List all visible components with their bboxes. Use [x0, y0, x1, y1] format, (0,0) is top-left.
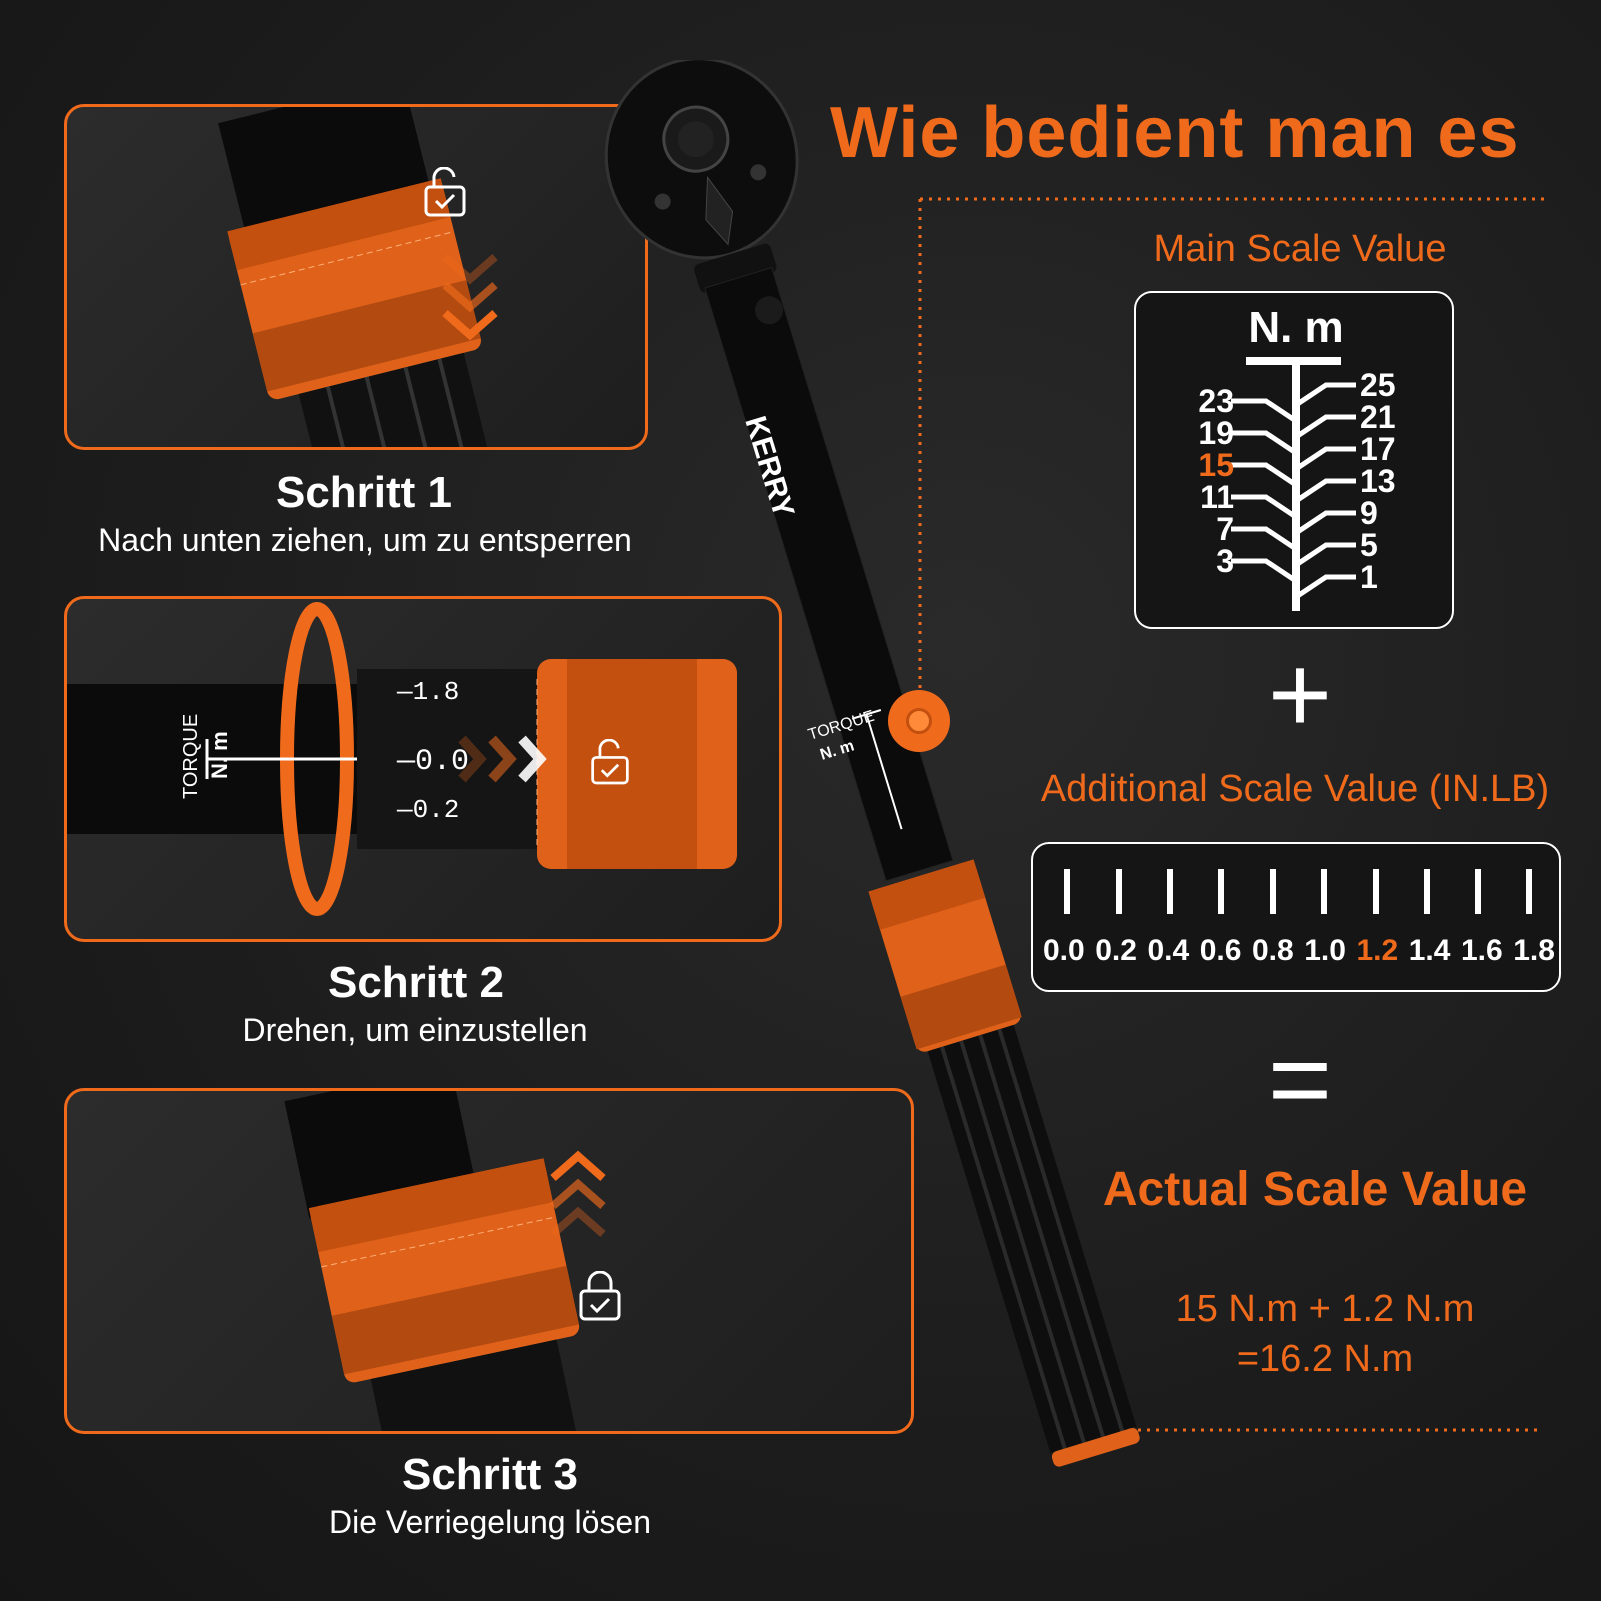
- step-2-desc: Drehen, um einzustellen: [242, 1012, 588, 1048]
- additional-scale-label: Additional Scale Value (IN.LB): [1040, 768, 1550, 810]
- svg-text:—0.0: —0.0: [396, 745, 469, 779]
- page-headline: Wie bedient man es: [830, 93, 1520, 173]
- equals-sign: =: [1267, 1018, 1333, 1141]
- main-scale-left-tick: 23: [1198, 383, 1234, 419]
- main-scale-left-tick: 19: [1198, 415, 1234, 451]
- main-scale-right-tick: 5: [1360, 527, 1378, 563]
- main-scale-left-values: 23 19 15 11 7 3: [1188, 385, 1234, 577]
- marker-dot: [888, 690, 950, 752]
- main-scale-box: N. m 23 19 15 11 7 3 25 21 17 13: [1134, 291, 1454, 629]
- additional-scale-tick: 0.8: [1252, 934, 1294, 967]
- unlock-icon: [589, 738, 631, 790]
- main-scale-unit: N. m: [1248, 303, 1344, 352]
- step-2-title: Schritt 2: [327, 958, 505, 1007]
- svg-text:—0.2: —0.2: [396, 795, 459, 825]
- main-scale-right-tick: 25: [1360, 367, 1396, 403]
- up-arrows-icon: [545, 1146, 615, 1251]
- additional-scale-tick: 1.6: [1461, 934, 1503, 967]
- main-scale-right-tick: 13: [1360, 463, 1396, 499]
- step-3-illustration: [284, 1091, 580, 1431]
- additional-scale-tick: 0.4: [1147, 934, 1190, 967]
- additional-scale-tick: 1.4: [1408, 934, 1451, 967]
- additional-scale-tick: 1.8: [1513, 934, 1555, 967]
- step-2-panel: —1.8 —0.0 —0.2 TORQUE N. m: [64, 596, 782, 942]
- additional-scale-tick: 0.2: [1095, 934, 1137, 967]
- additional-scale-tick: 0.6: [1199, 934, 1242, 967]
- unlock-icon: [422, 166, 468, 222]
- main-scale-right-tick: 9: [1360, 495, 1378, 531]
- additional-scale-tick: 1.0: [1304, 934, 1346, 967]
- main-scale-label: Main Scale Value: [1153, 228, 1447, 270]
- step-1-title: Schritt 1: [275, 468, 453, 517]
- additional-scale-ticks: [1064, 869, 1532, 914]
- svg-text:TORQUE: TORQUE: [180, 714, 202, 799]
- actual-scale-title: Actual Scale Value: [1102, 1163, 1528, 1216]
- main-scale-graphic: [1231, 357, 1356, 611]
- main-scale-left-tick: 7: [1216, 511, 1234, 547]
- additional-scale-tick-highlight: 1.2: [1356, 934, 1399, 967]
- svg-text:—1.8: —1.8: [396, 677, 459, 707]
- down-arrows-icon: [437, 247, 507, 352]
- step-2-illustration: —1.8 —0.0 —0.2 TORQUE N. m: [67, 602, 737, 916]
- additional-scale-box: 0.0 0.2 0.4 0.6 0.8 1.0 1.2 1.4 1.6 1.8: [1031, 842, 1561, 992]
- step-1-desc: Nach unten ziehen, um zu entsperren: [98, 522, 632, 558]
- actual-scale-equation-line1: 15 N.m + 1.2 N.m: [1175, 1288, 1475, 1330]
- main-scale-right-tick: 21: [1360, 399, 1396, 435]
- additional-scale-values: 0.0 0.2 0.4 0.6 0.8 1.0 1.2 1.4 1.6 1.8: [1043, 934, 1555, 968]
- step-1-illustration: [218, 107, 491, 447]
- actual-scale-equation-line2: =16.2 N.m: [1236, 1338, 1414, 1380]
- main-scale-right-tick: 17: [1360, 431, 1396, 467]
- step-3-title: Schritt 3: [401, 1450, 579, 1499]
- plus-sign: +: [1267, 633, 1333, 756]
- step-1-panel: [64, 104, 648, 450]
- main-scale-left-tick: 11: [1200, 479, 1234, 515]
- main-scale-right-tick: 1: [1360, 559, 1378, 595]
- lock-icon: [577, 1270, 623, 1326]
- main-scale-right-values: 25 21 17 13 9 5 1: [1360, 369, 1410, 593]
- additional-scale-tick: 0.0: [1043, 934, 1085, 967]
- svg-text:N. m: N. m: [207, 731, 232, 779]
- main-scale-left-tick-highlight: 15: [1198, 447, 1234, 483]
- step-3-desc: Die Verriegelung lösen: [329, 1504, 651, 1540]
- main-scale-left-tick: 3: [1216, 543, 1234, 579]
- step-3-panel: [64, 1088, 914, 1434]
